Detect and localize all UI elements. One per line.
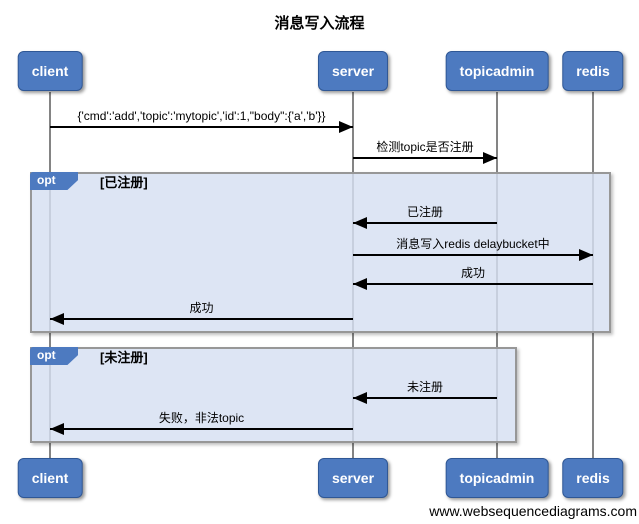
diagram-title: 消息写入流程 — [274, 15, 365, 32]
message-label-1: {'cmd':'add','topic':'mytopic','id':1,"b… — [77, 109, 326, 123]
message-line-1 — [50, 126, 353, 128]
fragment-condition: [已注册] — [100, 175, 148, 190]
arrowhead-icon — [339, 121, 353, 133]
message-label-8: 失败，非法topic — [158, 411, 245, 425]
message-line-8 — [50, 428, 353, 430]
message-label-2: 检测topic是否注册 — [376, 140, 474, 154]
message-label-4: 消息写入redis delaybucket中 — [396, 237, 550, 251]
arrowhead-icon — [579, 249, 593, 261]
arrowhead-icon — [483, 152, 497, 164]
fragment-已注册 — [30, 172, 611, 333]
message-label-3: 已注册 — [406, 205, 443, 219]
fragment-condition: [未注册] — [100, 350, 148, 365]
fragment-operator-tab: opt — [30, 172, 78, 190]
message-line-2 — [353, 157, 497, 159]
arrowhead-icon — [353, 217, 367, 229]
watermark: www.websequencediagrams.com — [429, 503, 637, 519]
actor-box-client-bottom: client — [17, 458, 83, 498]
message-label-6: 成功 — [189, 301, 214, 315]
actor-box-server-bottom: server — [317, 458, 389, 498]
arrowhead-icon — [50, 423, 64, 435]
message-label-7: 未注册 — [406, 380, 443, 394]
arrowhead-icon — [353, 278, 367, 290]
message-line-4 — [353, 254, 593, 256]
actor-box-redis-bottom: redis — [562, 458, 624, 498]
message-line-6 — [50, 318, 353, 320]
arrowhead-icon — [50, 313, 64, 325]
actor-box-server-top: server — [317, 51, 389, 91]
message-line-7 — [353, 397, 497, 399]
actor-box-client-top: client — [17, 51, 83, 91]
message-line-3 — [353, 222, 497, 224]
fragment-operator-tab: opt — [30, 347, 78, 365]
actor-box-topicadmin-top: topicadmin — [445, 51, 549, 91]
arrowhead-icon — [353, 392, 367, 404]
fragment-未注册 — [30, 347, 517, 443]
actor-box-redis-top: redis — [562, 51, 624, 91]
actor-box-topicadmin-bottom: topicadmin — [445, 458, 549, 498]
message-label-5: 成功 — [460, 266, 485, 280]
message-line-5 — [353, 283, 593, 285]
